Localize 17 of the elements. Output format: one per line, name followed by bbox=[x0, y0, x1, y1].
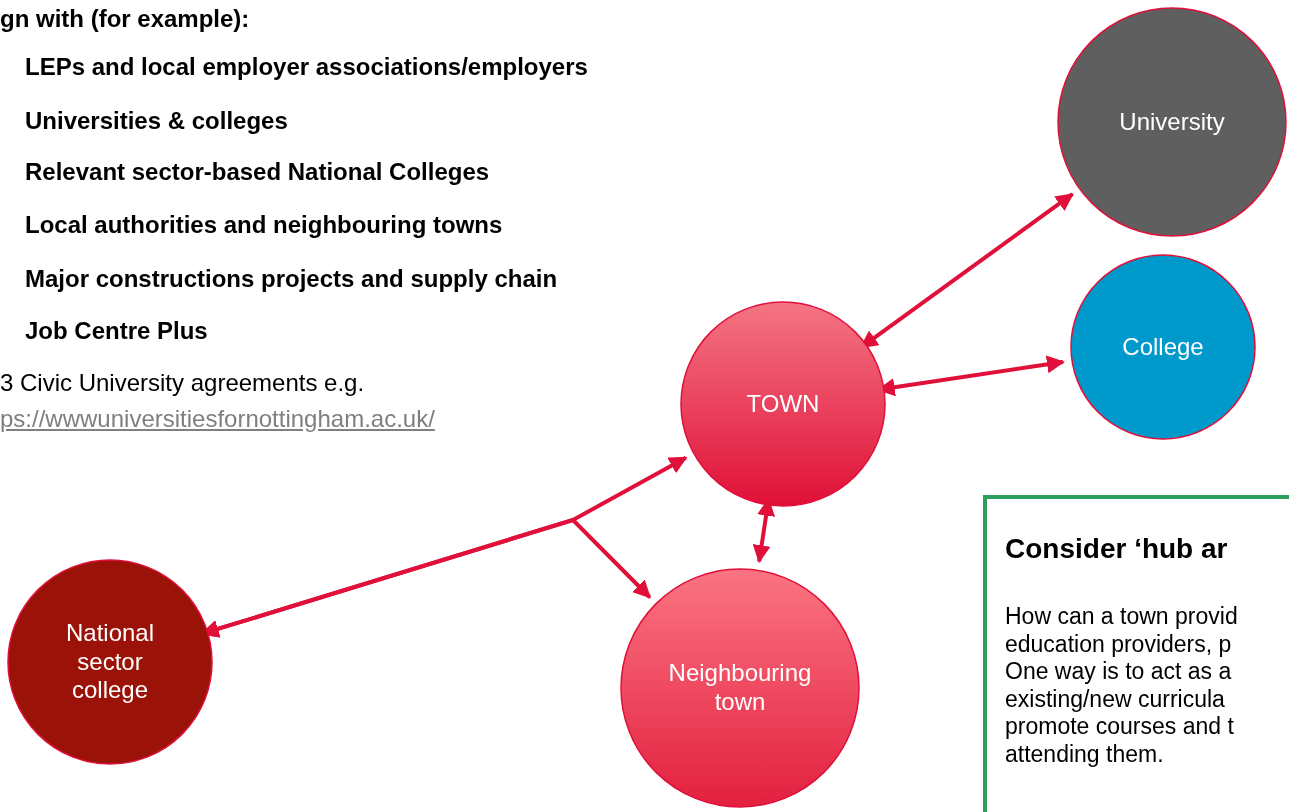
list-item: Universities & colleges bbox=[25, 107, 288, 135]
list-item: Relevant sector-based National Colleges bbox=[25, 158, 490, 186]
node-label: Neighbouring town bbox=[667, 659, 813, 717]
node-label: University bbox=[1118, 107, 1226, 137]
list-item: Local authorities and neighbouring towns bbox=[25, 211, 503, 239]
list-item: LEPs and local employer associations/employers bbox=[25, 53, 588, 81]
note-text: 3 Civic University agreements e.g. bbox=[0, 369, 365, 397]
node-label: College bbox=[1121, 332, 1205, 362]
heading-text: gn with (for example): bbox=[0, 5, 250, 33]
node-label: TOWN bbox=[745, 389, 821, 419]
list-item: Job Centre Plus bbox=[25, 317, 208, 345]
hub-note-box bbox=[983, 495, 1289, 812]
link: ps://wwwuniversitiesfornottingham.ac.uk/ bbox=[0, 405, 435, 433]
note-heading: Consider ‘hub ar bbox=[1005, 533, 1229, 565]
note-text: How can a town provid education providers, p One way is to act as a existing/new curricula promote courses and t attending them. bbox=[1005, 603, 1239, 769]
node-label: National sector college bbox=[64, 618, 156, 706]
list-item: Major constructions projects and supply chain bbox=[25, 265, 558, 293]
